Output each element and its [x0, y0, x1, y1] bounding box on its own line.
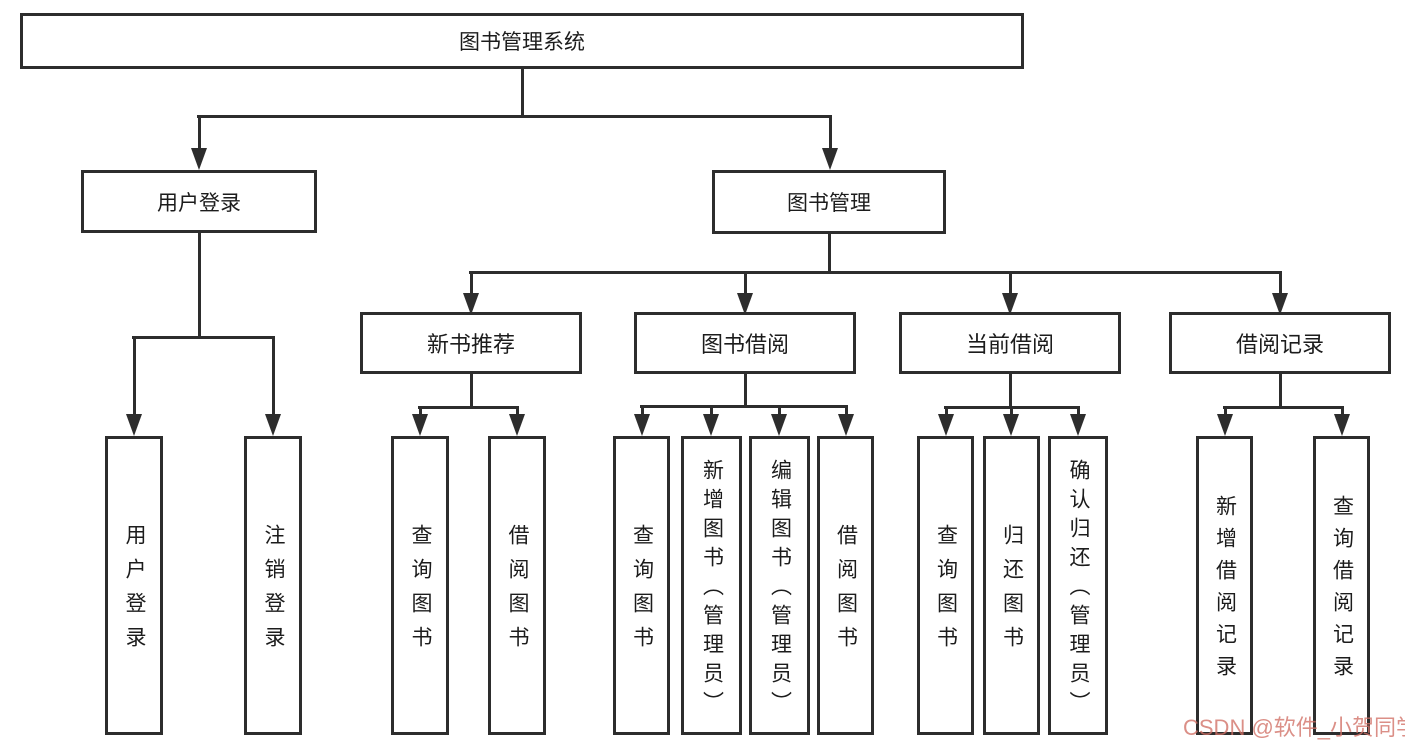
arrow-down-icon: [703, 414, 719, 436]
connector-arrow-shaft: [945, 406, 948, 416]
node-book-management: 图书管理: [712, 170, 946, 234]
node-library-system: 图书管理系统: [20, 13, 1024, 69]
connector-arrow-shaft: [1077, 406, 1080, 416]
connector-root-drop: [521, 69, 524, 117]
connector-arrow-shaft: [845, 405, 848, 416]
connector-arrow-shaft: [198, 115, 201, 150]
connector-book-borrow-drop: [744, 374, 747, 408]
arrow-down-icon: [771, 414, 787, 436]
arrow-down-icon: [1272, 293, 1288, 315]
arrow-down-icon: [1002, 293, 1018, 315]
arrow-down-icon: [126, 414, 142, 436]
arrow-down-icon: [634, 414, 650, 436]
connector-new-book-drop: [470, 374, 473, 409]
node-current-borrow: 当前借阅: [899, 312, 1121, 374]
connector-arrow-shaft: [516, 406, 519, 416]
connector-arrow-shaft: [470, 271, 473, 295]
connector-arrow-shaft: [272, 336, 275, 416]
arrow-down-icon: [822, 148, 838, 170]
arrow-down-icon: [938, 414, 954, 436]
connector-new-book-rail: [418, 406, 519, 409]
arrow-down-icon: [191, 148, 207, 170]
arrow-down-icon: [1003, 414, 1019, 436]
arrow-down-icon: [838, 414, 854, 436]
node-user-login: 用户登录: [81, 170, 317, 233]
connector-arrow-shaft: [1341, 406, 1344, 416]
leaf-return-book: 归还图书: [983, 436, 1040, 735]
leaf-query-book-1: 查询图书: [391, 436, 449, 735]
arrow-down-icon: [737, 293, 753, 315]
leaf-add-borrow-record: 新增借阅记录: [1196, 436, 1253, 735]
arrow-down-icon: [1070, 414, 1086, 436]
connector-user-login-drop: [198, 233, 201, 339]
leaf-logout: 注销登录: [244, 436, 302, 735]
connector-level1-rail: [197, 115, 832, 118]
node-borrow-record: 借阅记录: [1169, 312, 1391, 374]
arrow-down-icon: [412, 414, 428, 436]
node-book-borrow: 图书借阅: [634, 312, 856, 374]
node-new-book-recommend: 新书推荐: [360, 312, 582, 374]
connector-book-borrow-rail: [640, 405, 848, 408]
leaf-borrow-book-1: 借阅图书: [488, 436, 546, 735]
connector-arrow-shaft: [1009, 271, 1012, 295]
connector-current-borrow-drop: [1009, 374, 1012, 409]
connector-arrow-shaft: [641, 405, 644, 416]
connector-user-login-rail: [132, 336, 275, 339]
leaf-add-book-admin: 新增图书（管理员）: [681, 436, 742, 735]
leaf-confirm-return-admin: 确认归还（管理员）: [1048, 436, 1108, 735]
connector-book-mgmt-drop: [828, 234, 831, 274]
arrow-down-icon: [1334, 414, 1350, 436]
leaf-query-borrow-record: 查询借阅记录: [1313, 436, 1370, 735]
connector-arrow-shaft: [1224, 406, 1227, 416]
csdn-watermark: CSDN @软件_小贺同学: [1183, 715, 1405, 740]
connector-arrow-shaft: [419, 406, 422, 416]
arrow-down-icon: [265, 414, 281, 436]
leaf-query-book-3: 查询图书: [917, 436, 974, 735]
leaf-edit-book-admin: 编辑图书（管理员）: [749, 436, 810, 735]
leaf-query-book-2: 查询图书: [613, 436, 670, 735]
connector-arrow-shaft: [1010, 406, 1013, 416]
arrow-down-icon: [509, 414, 525, 436]
connector-arrow-shaft: [1279, 271, 1282, 295]
connector-arrow-shaft: [778, 405, 781, 416]
connector-arrow-shaft: [133, 336, 136, 416]
connector-level2-rail: [469, 271, 1282, 274]
connector-arrow-shaft: [710, 405, 713, 416]
connector-borrow-record-drop: [1279, 374, 1282, 409]
connector-borrow-record-rail: [1223, 406, 1344, 409]
arrow-down-icon: [1217, 414, 1233, 436]
leaf-user-login: 用户登录: [105, 436, 163, 735]
connector-arrow-shaft: [744, 271, 747, 295]
connector-arrow-shaft: [829, 115, 832, 150]
arrow-down-icon: [463, 293, 479, 315]
leaf-borrow-book-2: 借阅图书: [817, 436, 874, 735]
